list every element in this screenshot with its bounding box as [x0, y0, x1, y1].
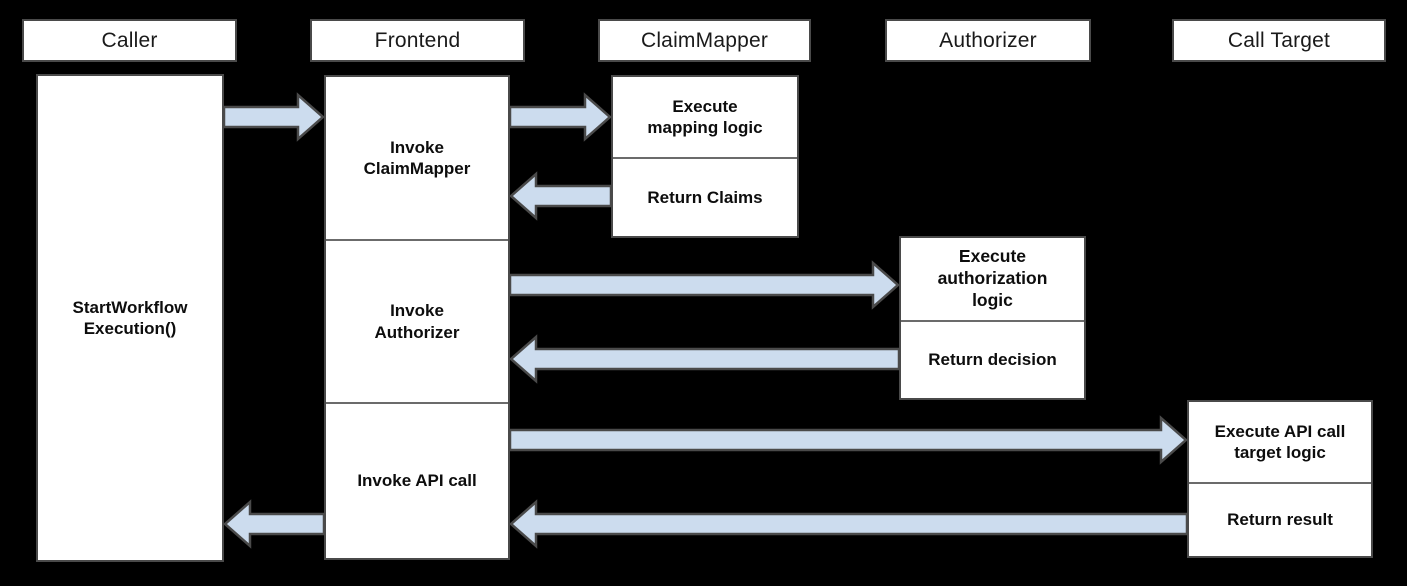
activation-cell-claimmapper-return-claims: Return Claims [613, 157, 797, 236]
message-arrow-authorizer-to-frontend[interactable] [509, 334, 901, 384]
activation-cell-frontend-invoke-api-call: Invoke API call [326, 402, 508, 558]
activation-cell-authorizer-return-decision: Return decision [901, 320, 1084, 398]
participant-header-authorizer[interactable]: Authorizer [885, 19, 1091, 62]
participant-header-caller[interactable]: Caller [22, 19, 237, 62]
message-arrow-frontend-to-caller[interactable] [223, 499, 326, 549]
message-arrow-caller-to-frontend[interactable] [222, 92, 325, 142]
message-arrow-frontend-to-authorizer[interactable] [508, 260, 900, 310]
activation-cell-calltarget-return-result: Return result [1189, 482, 1371, 556]
participant-header-frontend[interactable]: Frontend [310, 19, 525, 62]
participant-label-claimmapper: ClaimMapper [640, 28, 769, 52]
participant-header-claimmapper[interactable]: ClaimMapper [598, 19, 811, 62]
participant-label-frontend: Frontend [374, 28, 461, 52]
participant-header-calltarget[interactable]: Call Target [1172, 19, 1386, 62]
message-arrow-claimmapper-to-frontend[interactable] [509, 171, 613, 221]
participant-label-calltarget: Call Target [1227, 28, 1331, 52]
message-arrow-frontend-to-claimmapper[interactable] [508, 92, 612, 142]
message-arrow-calltarget-to-frontend[interactable] [509, 499, 1189, 549]
participant-label-caller: Caller [101, 28, 158, 52]
message-arrow-frontend-to-calltarget[interactable] [508, 415, 1188, 465]
participant-label-authorizer: Authorizer [939, 28, 1037, 52]
